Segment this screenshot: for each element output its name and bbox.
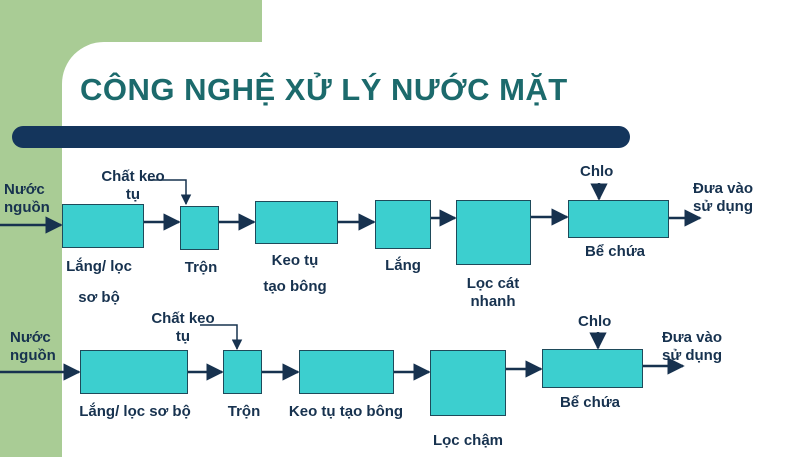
r1-lang-label: Lắng xyxy=(385,257,421,274)
r2-box-tron xyxy=(223,350,262,394)
r1-tron-label: Trộn xyxy=(184,259,218,276)
r1-box-keo-tu xyxy=(255,201,338,244)
r2-box-lang-loc xyxy=(80,350,188,394)
r1-box-be-chua xyxy=(568,200,669,238)
slide-title: CÔNG NGHỆ XỬ LÝ NƯỚC MẶT xyxy=(80,72,568,107)
arrow-r1-additive xyxy=(148,179,192,206)
r2-keo-tu-label: Keo tụ tạo bông xyxy=(288,403,404,420)
r1-box-lang-loc xyxy=(62,204,144,248)
r1-box-loc-cat xyxy=(456,200,531,265)
r2-loc-cham-label: Lọc chậm xyxy=(432,432,504,449)
r1-box-lang xyxy=(375,200,431,249)
r1-lang-loc-label: Lắng/ lọc sơ bộ xyxy=(66,258,132,306)
r1-chlo-label: Chlo xyxy=(580,163,614,180)
r2-be-chua-label: Bể chứa xyxy=(559,394,621,411)
arrow-r2-additive xyxy=(200,324,243,351)
r2-chlo-label: Chlo xyxy=(578,313,612,330)
r2-tron-label: Trộn xyxy=(227,403,261,420)
r2-lang-loc-label: Lắng/ lọc sơ bộ xyxy=(79,403,191,420)
r1-keo-tu-label: Keo tụ tạo bông xyxy=(263,252,327,295)
r2-box-keo-tu xyxy=(299,350,394,394)
r2-box-loc-cham xyxy=(430,350,506,416)
r2-box-be-chua xyxy=(542,349,643,388)
r1-box-tron xyxy=(180,206,219,250)
title-underline-bar xyxy=(12,126,630,148)
r1-be-chua-label: Bể chứa xyxy=(584,243,646,260)
